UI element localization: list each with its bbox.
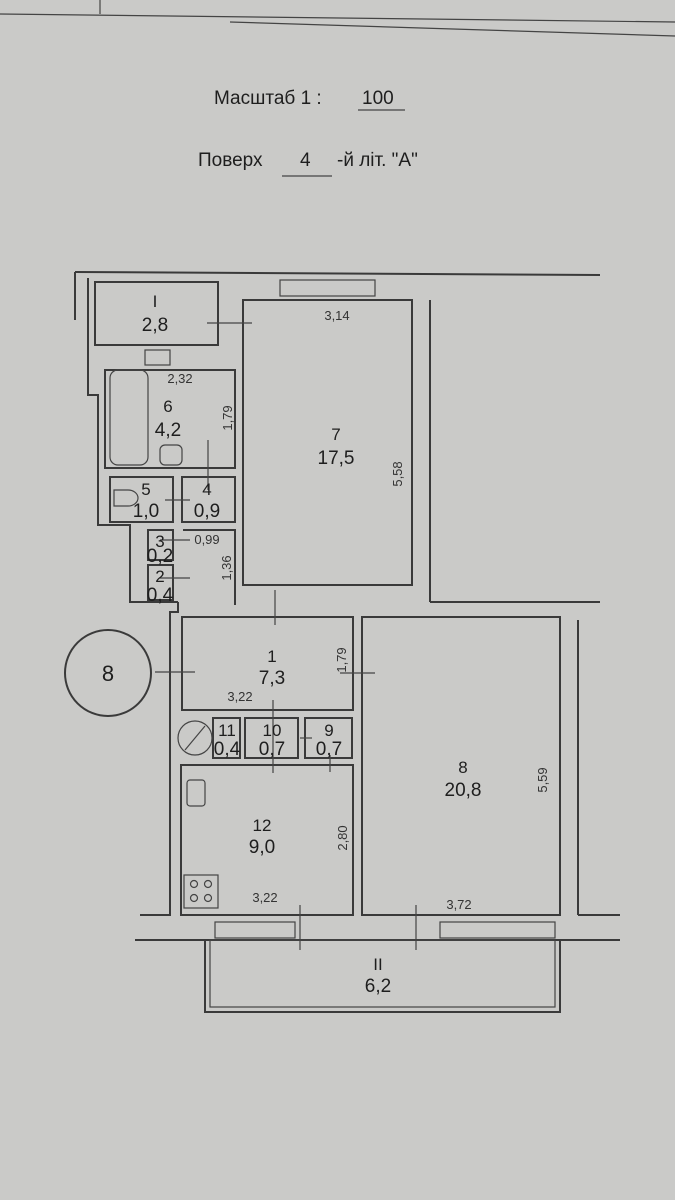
dimension: 0,99 xyxy=(194,532,219,547)
form-line xyxy=(0,13,675,23)
door-marks xyxy=(155,322,417,950)
scale-value: 100 xyxy=(362,88,394,109)
room-area: 0,9 xyxy=(194,501,220,522)
room-11 xyxy=(212,717,241,759)
scale-label: Масштаб 1 : xyxy=(214,88,322,109)
toilet-icon xyxy=(113,489,139,507)
floor-value: 4 xyxy=(300,150,311,171)
room-area: 0,2 xyxy=(147,546,173,567)
room-area: 0,7 xyxy=(316,739,342,760)
chimney-icon xyxy=(177,720,213,756)
form-line xyxy=(229,21,675,37)
dimension: 3,22 xyxy=(227,689,252,704)
room-1 xyxy=(181,616,354,711)
stairwell-marker xyxy=(64,629,152,717)
room-number: 3 xyxy=(155,532,164,551)
room-number: 10 xyxy=(263,721,282,740)
dimension: 2,80 xyxy=(335,825,350,850)
room-number: 5 xyxy=(141,480,150,499)
room-number: 6 xyxy=(163,397,172,416)
room-number: I xyxy=(153,292,158,311)
dimension: 1,79 xyxy=(334,647,349,672)
room-3 xyxy=(147,529,174,561)
room-area: 0,4 xyxy=(214,739,241,760)
floor-label: Поверх xyxy=(198,150,263,171)
room-number: 12 xyxy=(253,816,272,835)
room-number: 4 xyxy=(202,480,211,499)
room-area: 20,8 xyxy=(445,780,482,801)
room-area: 9,0 xyxy=(249,837,275,858)
floor-suffix: -й літ. "А" xyxy=(337,150,418,171)
dimension: 1,36 xyxy=(219,555,234,580)
dimension: 2,32 xyxy=(167,371,192,386)
stove-icon xyxy=(183,874,219,909)
room-area: 17,5 xyxy=(318,448,355,469)
dimension: 1,79 xyxy=(220,405,235,430)
room-area: 4,2 xyxy=(155,420,181,441)
walls xyxy=(74,271,620,941)
room-number: 9 xyxy=(324,721,333,740)
dimension: 3,72 xyxy=(446,897,471,912)
dimension: 5,59 xyxy=(535,767,550,792)
room-I xyxy=(94,281,219,346)
room-area: 7,3 xyxy=(259,668,285,689)
room-area: 1,0 xyxy=(133,501,159,522)
room-labels: I2,8 717,5 64,2 51,0 40,9 30,2 20,4 17,3… xyxy=(133,292,482,997)
room-10 xyxy=(244,717,299,759)
room-12 xyxy=(180,764,354,916)
dimension: 5,58 xyxy=(390,461,405,486)
dimension: 3,14 xyxy=(324,308,349,323)
room-8 xyxy=(361,616,561,916)
room-area: 0,7 xyxy=(259,739,285,760)
room-number: 8 xyxy=(458,758,467,777)
room-number: 11 xyxy=(218,721,236,740)
room-6 xyxy=(104,369,236,469)
sink-icon xyxy=(186,779,206,807)
room-7 xyxy=(242,299,413,586)
dimension: 3,22 xyxy=(252,890,277,905)
room-number: 1 xyxy=(267,647,276,666)
room-area: 6,2 xyxy=(365,976,391,997)
stairwell-number: 8 xyxy=(102,661,114,686)
room-area: 2,8 xyxy=(142,315,168,336)
corridor xyxy=(183,529,236,605)
bathtub-icon xyxy=(109,369,149,466)
room-area: 0,4 xyxy=(147,585,174,606)
room-number: 7 xyxy=(331,425,340,444)
balcony-inner xyxy=(209,939,556,1008)
room-number: II xyxy=(373,955,382,974)
room-2 xyxy=(147,564,174,601)
dimension-labels: 3,14 2,32 1,79 5,58 0,99 1,36 1,79 3,22 … xyxy=(167,308,550,912)
sink-icon xyxy=(159,444,183,466)
room-number: 2 xyxy=(155,567,164,586)
